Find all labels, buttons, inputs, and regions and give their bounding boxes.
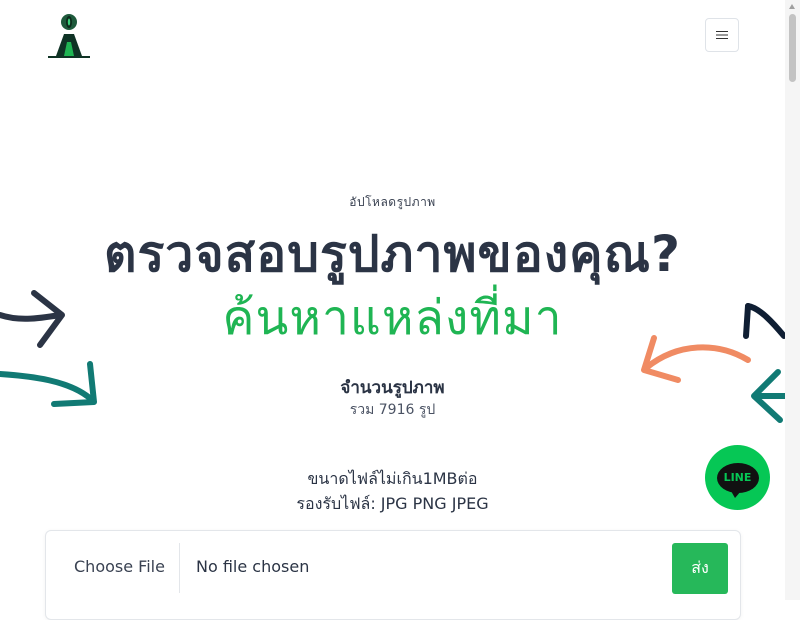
file-input-divider [179,543,180,593]
image-count-value: รวม 7916 รูป [349,402,436,418]
eyebrow-text: อัปโหลดรูปภาพ [349,195,436,209]
scrollbar-thumb[interactable] [789,14,796,82]
line-icon: LINE [716,462,759,498]
line-label: LINE [723,471,752,484]
scroll-up-icon[interactable] [789,4,795,9]
choose-file-button[interactable]: Choose File [74,557,165,576]
arrow-down-teal-icon [0,361,97,407]
arrow-left-teal-icon [751,369,788,423]
supported-file-types: รองรับไฟล์: JPG PNG JPEG [296,494,489,513]
menu-button[interactable] [705,18,739,52]
logo-icon[interactable] [48,12,90,58]
arrow-left-peach-icon [641,335,751,383]
file-size-limit: ขนาดไฟล์ไม่เกิน1MBต่อ [307,469,478,488]
page-title: ตรวจสอบรูปภาพของคุณ? [103,225,682,283]
arrow-up-left-navy-icon [743,303,787,339]
file-status-text: No file chosen [196,557,310,576]
page-subtitle: ค้นหาแหล่งที่มา [222,290,563,346]
scrollbar[interactable] [785,0,800,600]
arrow-right-navy-icon [0,290,65,348]
image-count-title: จำนวนรูปภาพ [340,378,445,398]
hamburger-icon [716,31,728,39]
submit-button[interactable]: ส่ง [672,543,728,594]
line-chat-button[interactable]: LINE [705,445,770,510]
page: อัปโหลดรูปภาพ ตรวจสอบรูปภาพของคุณ? ค้นหา… [0,12,788,620]
